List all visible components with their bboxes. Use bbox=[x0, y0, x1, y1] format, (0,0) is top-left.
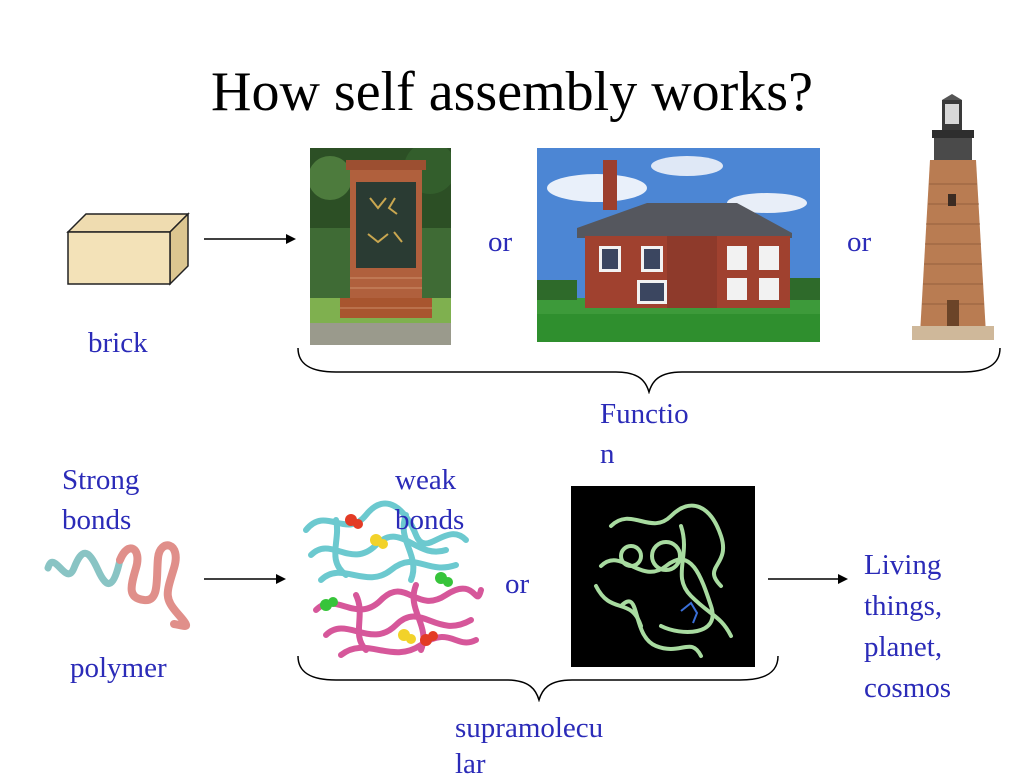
strong-bonds-label-line2: bonds bbox=[62, 504, 132, 536]
brick-house-photo bbox=[537, 148, 820, 342]
function-label-line2: n bbox=[600, 438, 615, 470]
or-label-top-1: or bbox=[488, 226, 513, 258]
protein-ribbon-image bbox=[571, 486, 755, 667]
living-label-line2: things, bbox=[864, 590, 943, 622]
brick-label: brick bbox=[88, 327, 148, 359]
weak-bonds-label-line2: bonds bbox=[395, 504, 465, 536]
protein-complex-image bbox=[296, 500, 490, 668]
arrow-bottom-left bbox=[204, 574, 286, 584]
arrow-bottom-right bbox=[768, 574, 848, 584]
function-label-line1: Functio bbox=[600, 398, 689, 430]
living-label-line4: cosmos bbox=[864, 672, 951, 704]
strong-bonds-label-line1: Strong bbox=[62, 464, 140, 496]
supramolecular-label-line2: lar bbox=[455, 748, 486, 780]
weak-bonds-label-line1: weak bbox=[395, 464, 457, 496]
brick-mailbox-photo bbox=[310, 148, 451, 345]
supramolecular-label-line1: supramolecu bbox=[455, 712, 604, 744]
brick-block-image bbox=[66, 212, 190, 286]
brace-top bbox=[297, 347, 1001, 394]
living-label-line3: planet, bbox=[864, 631, 943, 663]
arrow-top bbox=[204, 234, 296, 244]
slide-title: How self assembly works? bbox=[211, 61, 813, 123]
polymer-label: polymer bbox=[70, 652, 167, 684]
polymer-chain-image bbox=[44, 541, 191, 630]
or-label-bottom: or bbox=[505, 568, 530, 600]
or-label-top-2: or bbox=[847, 226, 872, 258]
brace-bottom bbox=[297, 655, 779, 702]
brick-lighthouse-photo bbox=[912, 94, 994, 340]
living-label-line1: Living bbox=[864, 549, 942, 581]
